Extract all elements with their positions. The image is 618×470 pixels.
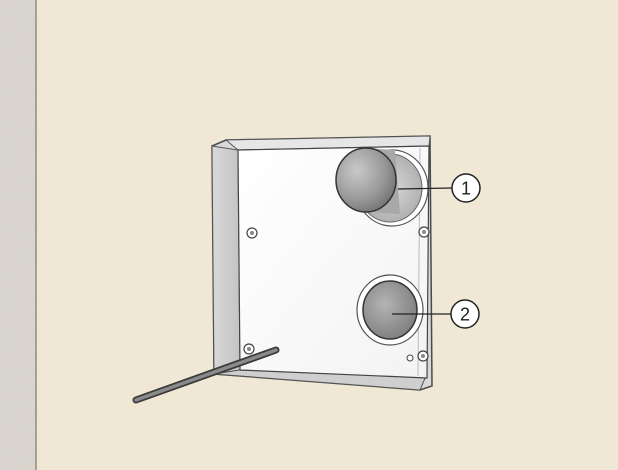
screw <box>243 343 255 355</box>
screw <box>417 350 429 362</box>
callout-1: 1 <box>397 173 481 203</box>
cable <box>132 346 280 404</box>
pipe-1 <box>335 147 429 227</box>
callout-number-2: 2 <box>460 305 470 325</box>
callout-circle <box>451 173 481 203</box>
callout-number-1: 1 <box>461 179 471 199</box>
callout-2: 2 <box>392 299 480 329</box>
mounting-box <box>211 135 433 391</box>
pipe-2 <box>356 274 424 346</box>
screw <box>418 226 430 238</box>
callout-circle <box>450 299 480 329</box>
screw <box>246 227 258 239</box>
callout-leader-line <box>397 187 453 190</box>
small-hole <box>406 354 414 362</box>
